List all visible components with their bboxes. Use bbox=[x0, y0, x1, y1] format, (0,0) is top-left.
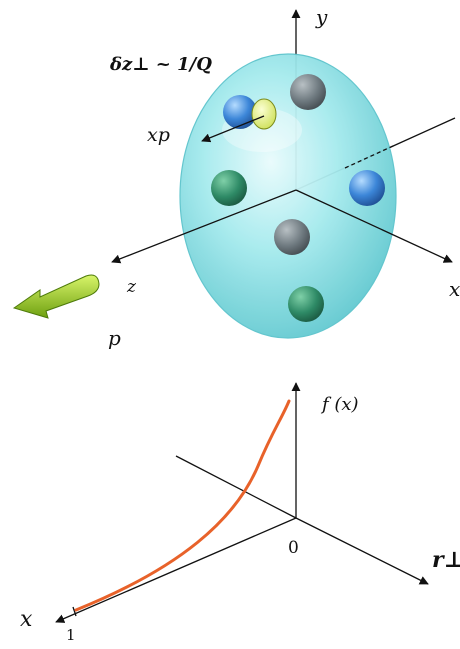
top-diagram: y z x δz⊥ ~ 1/Q xp p bbox=[12, 5, 460, 350]
axis-z-label: z bbox=[126, 277, 137, 297]
x-tick-label: 1 bbox=[66, 626, 76, 644]
parton-momentum-label: xp bbox=[147, 124, 170, 146]
z-axis bbox=[111, 189, 297, 264]
x-axis-bottom-label: x bbox=[20, 607, 33, 632]
transverse-label: r⊥ bbox=[432, 547, 460, 573]
quark-green-bottom bbox=[288, 286, 324, 322]
xp-arrow bbox=[201, 115, 265, 143]
r-perp-axis-back bbox=[175, 455, 297, 519]
quark-green-left bbox=[211, 170, 247, 206]
proton-momentum-arrow bbox=[12, 274, 100, 319]
function-label: f (x) bbox=[320, 394, 359, 415]
origin-label: 0 bbox=[288, 538, 299, 558]
resolution-label: δz⊥ ~ 1/Q bbox=[109, 54, 212, 75]
quark-gray-center bbox=[274, 219, 310, 255]
quark-blue-left bbox=[223, 95, 257, 129]
x-axis-dashed bbox=[344, 145, 394, 169]
pdf-curve bbox=[74, 399, 291, 612]
axis-y-label: y bbox=[315, 5, 328, 29]
x-tick bbox=[72, 606, 77, 617]
bottom-diagram: f (x) 0 r⊥ x 1 bbox=[20, 382, 460, 644]
axis-x-label: x bbox=[449, 277, 460, 301]
quark-gray-top bbox=[290, 74, 326, 110]
quark-blue-right bbox=[349, 170, 385, 206]
r-perp-axis bbox=[295, 517, 429, 585]
x-axis-bottom bbox=[55, 517, 297, 623]
x-axis-front bbox=[295, 189, 453, 263]
proton-momentum-label: p bbox=[108, 326, 121, 350]
probed-parton bbox=[251, 98, 277, 130]
